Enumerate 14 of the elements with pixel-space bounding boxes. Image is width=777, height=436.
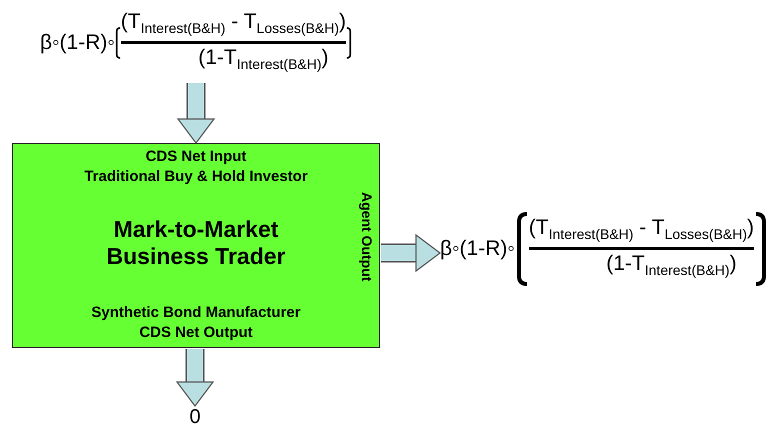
box-text: Synthetic Bond Manufacturer xyxy=(91,304,301,321)
formula-numerator: (T$_{Interest(B&H)}$ - T$_{Losses(B&H)}$) xyxy=(528,216,754,244)
box-text: Agent Output xyxy=(359,192,375,282)
formula-numerator: (T$_{Interest(B&H)}$ - T$_{Losses(B&H)}$) xyxy=(120,10,346,38)
node-text: 0 xyxy=(180,406,210,432)
box-text: CDS Net Output xyxy=(139,324,253,341)
formula-denominator: (1-T$_{Interest(B&H)}$) xyxy=(197,46,330,74)
box-title: Mark-to-Market Business Trader xyxy=(106,216,286,270)
box-text: Traditional Buy & Hold Investor xyxy=(84,168,308,185)
box-text: CDS Net Input xyxy=(146,148,246,165)
process-box xyxy=(12,143,380,348)
formula-text: β◦(1-R)◦ xyxy=(40,31,115,55)
formula-denominator: (1-T$_{Interest(B&H)}$) xyxy=(605,252,738,280)
formula-text: β◦(1-R)◦ xyxy=(440,237,515,261)
